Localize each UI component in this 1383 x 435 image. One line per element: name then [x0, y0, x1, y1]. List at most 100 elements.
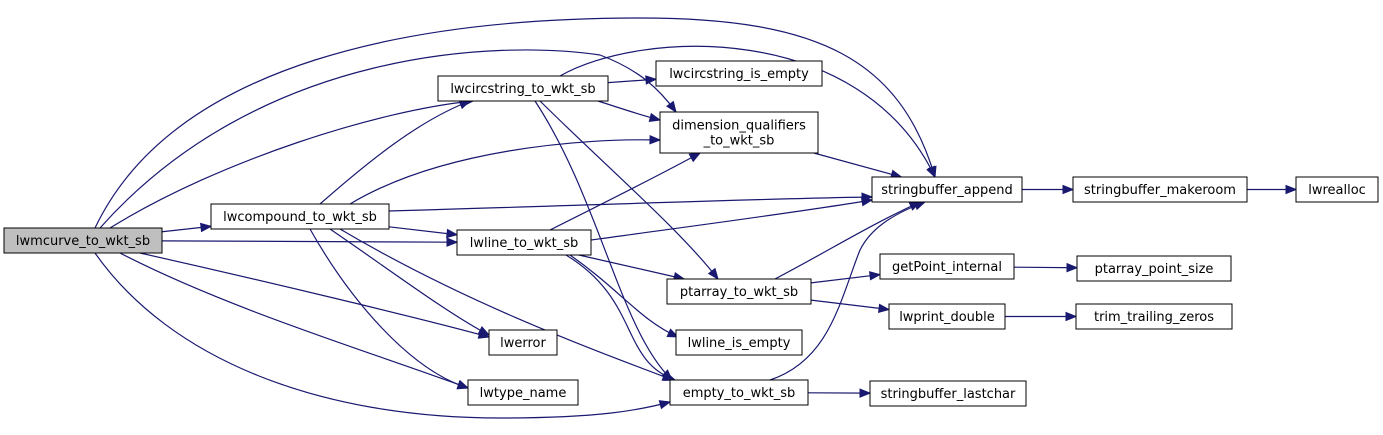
edge-lwline_to_wkt_sb-to-stringbuffer_append [590, 199, 873, 241]
node-label: getPoint_internal [892, 260, 1002, 275]
node-label: dimension_qualifiers [672, 119, 806, 134]
node-stringbuffer_lastchar[interactable]: stringbuffer_lastchar [869, 380, 1027, 407]
node-label: lwtype_name [480, 386, 567, 401]
edge-getPoint_internal-to-ptarray_point_size [1013, 266, 1078, 269]
edge-lwline_to_wkt_sb-to-ptarray_to_wkt_sb [578, 254, 685, 280]
node-lwcircstring_is_empty[interactable]: lwcircstring_is_empty [655, 60, 823, 87]
node-lwcircstring_to_wkt_sb[interactable]: lwcircstring_to_wkt_sb [437, 75, 609, 102]
node-stringbuffer_makeroom[interactable]: stringbuffer_makeroom [1072, 176, 1248, 203]
edge-lwcompound_to_wkt_sb-to-lwline_to_wkt_sb [388, 226, 458, 236]
node-lwerror[interactable]: lwerror [488, 329, 558, 356]
edge-ptarray_to_wkt_sb-to-getPoint_internal [810, 273, 881, 284]
edge-ptarray_to_wkt_sb-to-getPoint_internal-arrowhead [869, 271, 882, 281]
node-label: lwline_to_wkt_sb [470, 236, 579, 251]
node-ptarray_point_size[interactable]: ptarray_point_size [1076, 255, 1232, 282]
node-label: stringbuffer_append [881, 183, 1013, 198]
node-label: lwerror [500, 336, 546, 351]
node-empty_to_wkt_sb[interactable]: empty_to_wkt_sb [669, 379, 809, 406]
node-box[interactable] [1076, 255, 1232, 282]
node-label: stringbuffer_makeroom [1084, 183, 1236, 198]
node-box[interactable] [666, 278, 812, 305]
edge-empty_to_wkt_sb-to-stringbuffer_append-arrowhead [913, 201, 927, 211]
node-box[interactable] [669, 379, 809, 406]
edge-lwmcurve_to_wkt_sb-to-lwerror [139, 252, 490, 338]
node-label: lwmcurve_to_wkt_sb [16, 234, 150, 249]
node-box[interactable] [1295, 176, 1379, 203]
edge-lwmcurve_to_wkt_sb-to-lwline_to_wkt_sb [161, 240, 458, 243]
edge-lwmcurve_to_wkt_sb-to-lwtype_name [119, 252, 469, 389]
edge-dimension_qualifiers_to_wkt_sb-to-stringbuffer_append [813, 152, 902, 178]
node-label: lwcircstring_to_wkt_sb [450, 82, 595, 97]
node-lwline_is_empty[interactable]: lwline_is_empty [675, 329, 803, 356]
node-lwrealloc[interactable]: lwrealloc [1295, 176, 1379, 203]
node-box[interactable] [210, 203, 390, 230]
node-box[interactable] [871, 176, 1023, 203]
node-label: stringbuffer_lastchar [881, 387, 1016, 402]
edge-lwcircstring_to_wkt_sb-to-ptarray_to_wkt_sb [539, 100, 719, 280]
edge-lwmcurve_to_wkt_sb-to-stringbuffer_append [94, 17, 936, 229]
node-label: _to_wkt_sb [703, 134, 775, 149]
edge-lwcompound_to_wkt_sb-to-lwerror-arrowhead [477, 325, 491, 336]
node-box[interactable] [1072, 176, 1248, 203]
node-lwline_to_wkt_sb[interactable]: lwline_to_wkt_sb [456, 229, 592, 256]
edge-ptarray_to_wkt_sb-to-stringbuffer_append [774, 201, 921, 280]
node-box[interactable] [869, 380, 1027, 407]
edge-lwline_to_wkt_sb-to-dimension_qualifiers_to_wkt_sb [549, 152, 701, 231]
node-label: lwline_is_empty [688, 336, 791, 351]
edge-lwmcurve_to_wkt_sb-to-lwline_to_wkt_sb-arrowhead [446, 237, 459, 247]
edge-empty_to_wkt_sb-to-stringbuffer_lastchar-arrowhead [859, 388, 872, 398]
node-label: ptarray_point_size [1095, 262, 1214, 277]
node-box[interactable] [456, 229, 592, 256]
node-lwtype_name[interactable]: lwtype_name [467, 379, 579, 406]
edge-lwcompound_to_wkt_sb-to-lwerror [329, 228, 490, 336]
edge-lwline_to_wkt_sb-to-stringbuffer_append-arrowhead [860, 197, 874, 207]
edge-lwmcurve_to_wkt_sb-to-lwcircstring_to_wkt_sb [109, 100, 474, 229]
node-trim_trailing_zeros[interactable]: trim_trailing_zeros [1075, 303, 1233, 330]
node-box[interactable] [1075, 303, 1233, 330]
edge-lwcircstring_to_wkt_sb-to-dimension_qualifiers_to_wkt_sb-arrowhead [648, 112, 662, 123]
node-label: lwrealloc [1308, 183, 1366, 198]
edge-lwprint_double-to-trim_trailing_zeros-arrowhead [1065, 311, 1078, 322]
node-box[interactable] [659, 111, 819, 154]
node-box[interactable] [3, 227, 163, 254]
edge-lwcompound_to_wkt_sb-to-empty_to_wkt_sb [339, 228, 674, 381]
edge-lwcompound_to_wkt_sb-to-dimension_qualifiers_to_wkt_sb-arrowhead [649, 135, 662, 145]
node-label: lwprint_double [899, 310, 995, 325]
node-box[interactable] [655, 60, 823, 87]
node-box[interactable] [488, 329, 558, 356]
node-stringbuffer_append[interactable]: stringbuffer_append [871, 176, 1023, 203]
edge-ptarray_to_wkt_sb-to-lwprint_double-arrowhead [878, 303, 891, 313]
edge-lwcompound_to_wkt_sb-to-stringbuffer_append [388, 196, 873, 212]
node-box[interactable] [467, 379, 579, 406]
node-label: lwcompound_to_wkt_sb [223, 210, 377, 225]
node-lwmcurve_to_wkt_sb[interactable]: lwmcurve_to_wkt_sb [3, 227, 163, 254]
edge-lwmcurve_to_wkt_sb-to-lwcompound_to_wkt_sb-arrowhead [200, 222, 213, 233]
node-label: empty_to_wkt_sb [683, 386, 796, 401]
node-box[interactable] [888, 303, 1006, 330]
edge-lwmcurve_to_wkt_sb-to-empty_to_wkt_sb [94, 252, 671, 419]
node-lwprint_double[interactable]: lwprint_double [888, 303, 1006, 330]
node-dimension_qualifiers_to_wkt_sb[interactable]: dimension_qualifiers_to_wkt_sb [659, 111, 819, 154]
edge-stringbuffer_append-to-stringbuffer_makeroom-arrowhead [1062, 184, 1075, 195]
node-ptarray_to_wkt_sb[interactable]: ptarray_to_wkt_sb [666, 278, 812, 305]
node-lwcompound_to_wkt_sb[interactable]: lwcompound_to_wkt_sb [210, 203, 390, 230]
edge-ptarray_to_wkt_sb-to-lwprint_double [810, 299, 890, 311]
node-box[interactable] [879, 253, 1015, 280]
edge-lwmcurve_to_wkt_sb-to-dimension_qualifiers_to_wkt_sb-arrowhead [665, 100, 677, 114]
edge-lwmcurve_to_wkt_sb-to-dimension_qualifiers_to_wkt_sb [99, 49, 677, 229]
edge-lwline_to_wkt_sb-to-empty_to_wkt_sb [565, 254, 676, 381]
node-getPoint_internal[interactable]: getPoint_internal [879, 253, 1015, 280]
node-layer: lwmcurve_to_wkt_sblwcompound_to_wkt_sblw… [3, 60, 1379, 407]
edge-lwcircstring_to_wkt_sb-to-stringbuffer_append-arrowhead [926, 165, 936, 179]
edge-lwcircstring_to_wkt_sb-to-lwcircstring_is_empty-arrowhead [645, 75, 658, 85]
edge-lwline_to_wkt_sb-to-lwline_is_empty [569, 254, 679, 338]
node-box[interactable] [437, 75, 609, 102]
edge-lwline_to_wkt_sb-to-dimension_qualifiers_to_wkt_sb-arrowhead [688, 152, 702, 163]
edge-lwcompound_to_wkt_sb-to-dimension_qualifiers_to_wkt_sb [349, 139, 661, 205]
edge-lwcircstring_to_wkt_sb-to-empty_to_wkt_sb [534, 100, 673, 381]
node-label: lwcircstring_is_empty [669, 67, 809, 82]
node-box[interactable] [675, 329, 803, 356]
node-label: ptarray_to_wkt_sb [680, 285, 798, 300]
edge-empty_to_wkt_sb-to-stringbuffer_append [769, 201, 926, 381]
